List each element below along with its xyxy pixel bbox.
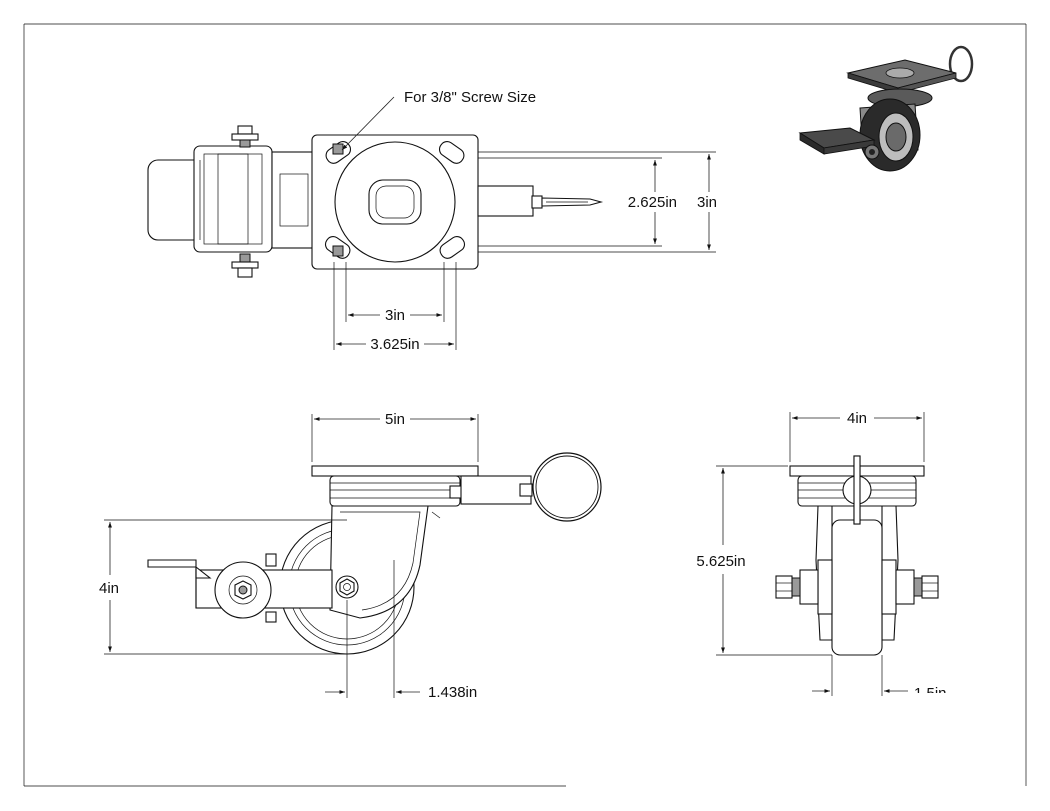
- screw-size-note: For 3/8" Screw Size: [404, 89, 536, 106]
- front-view: 4in 5.625in 1.5in: [696, 410, 947, 702]
- side-top-plate: [311, 465, 479, 477]
- dim-hole-spacing-vertical: 2.625in: [628, 194, 677, 211]
- dim-front-plate-width: 4in: [847, 410, 867, 427]
- bolt-top: [231, 125, 259, 148]
- dim-plate-height: 3in: [697, 194, 717, 211]
- sheet-border: [23, 23, 1027, 787]
- kingpin-opening: [368, 179, 422, 225]
- plate-hole: [438, 141, 465, 164]
- screw-head: [332, 143, 344, 155]
- caster-body: [271, 151, 315, 249]
- side-lock-ring: [532, 452, 602, 522]
- lock-ring: [948, 45, 974, 83]
- plate-hole: [439, 236, 466, 259]
- screw-head: [332, 245, 344, 257]
- dim-wheel-width: 1.5in: [914, 685, 947, 702]
- isometric-view: [798, 45, 974, 172]
- note-leader: [341, 96, 395, 151]
- top-view: For 3/8" Screw Size 2.625in 3in 3in 3.62…: [147, 89, 717, 353]
- swivel-housing: [329, 475, 461, 507]
- brake-bracket: [193, 145, 273, 253]
- dim-hole-spacing-horizontal: 3in: [385, 307, 405, 324]
- side-view: 5in 4in 1.438in: [99, 411, 602, 701]
- bolt-bottom: [231, 253, 259, 278]
- dim-overall-height: 5.625in: [696, 553, 745, 570]
- dim-wheel-diameter: 4in: [99, 580, 119, 597]
- dim-side-plate-length: 5in: [385, 411, 405, 428]
- axle-left: [775, 569, 819, 605]
- front-wheel: [831, 519, 883, 656]
- dim-plate-width: 3.625in: [370, 336, 419, 353]
- dim-swivel-offset: 1.438in: [428, 684, 477, 701]
- brake-pad: [147, 559, 212, 579]
- axle-right: [895, 569, 939, 605]
- lock-arm: [477, 185, 534, 217]
- side-lock-arm: [460, 475, 532, 505]
